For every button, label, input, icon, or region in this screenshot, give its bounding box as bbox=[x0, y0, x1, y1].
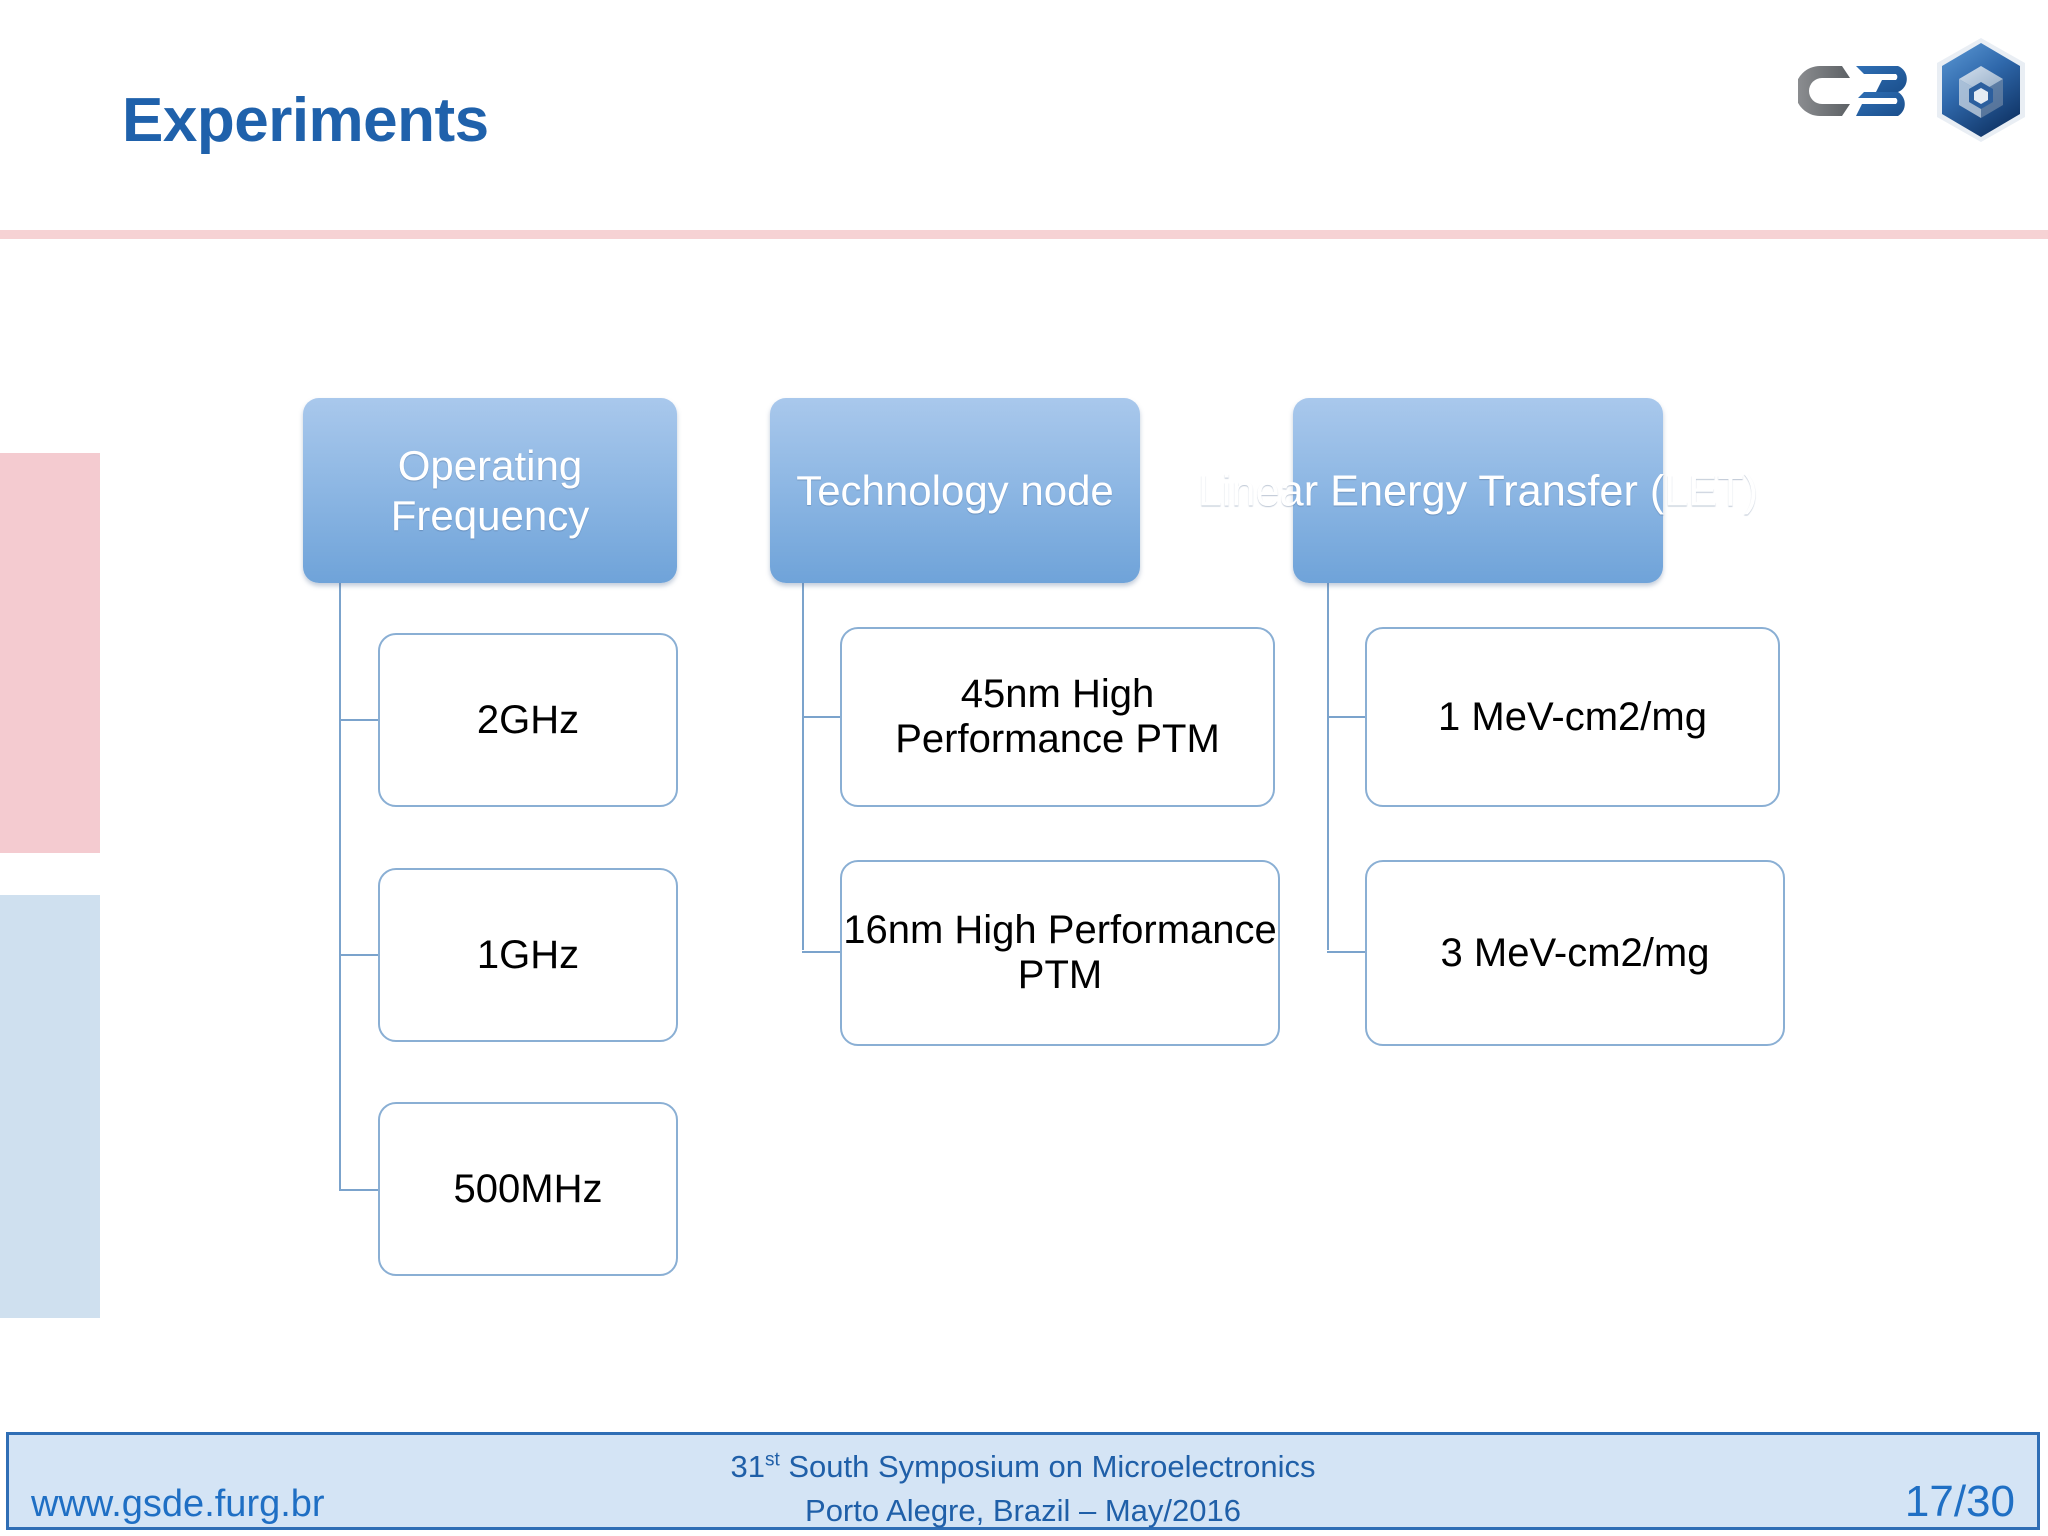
footer-event-location: Porto Alegre, Brazil – May/2016 bbox=[805, 1493, 1241, 1529]
footer-event-prefix: 31 bbox=[730, 1449, 765, 1484]
footer-website[interactable]: www.gsde.furg.br bbox=[31, 1483, 325, 1525]
tree-node-label: 3 MeV-cm2/mg bbox=[1440, 930, 1710, 975]
footer-event-info: 31st South Symposium on Microelectronics… bbox=[9, 1445, 2037, 1533]
tree-node-label: 1GHz bbox=[476, 932, 580, 977]
tree-header-linear-energy-transfer[interactable]: Linear Energy Transfer (LET) bbox=[1198, 398, 1758, 583]
c3-wordmark-icon bbox=[1798, 66, 1907, 116]
page-title: Experiments bbox=[122, 86, 489, 155]
tree-node-frequency-2ghz[interactable]: 2GHz bbox=[378, 633, 678, 807]
tree-node-frequency-500mhz[interactable]: 500MHz bbox=[378, 1102, 678, 1276]
connector-stub bbox=[339, 954, 380, 956]
tree-header-label: Technology node bbox=[796, 466, 1114, 514]
connector-trunk bbox=[339, 583, 341, 1191]
tree-node-45nm-ptm[interactable]: 45nm High Performance PTM bbox=[840, 627, 1275, 807]
tree-header-label: Linear Energy Transfer (LET) bbox=[1197, 466, 1759, 515]
connector-stub bbox=[1327, 716, 1367, 718]
tree-node-label: 1 MeV-cm2/mg bbox=[1438, 694, 1707, 739]
tree-node-let-1[interactable]: 1 MeV-cm2/mg bbox=[1365, 627, 1780, 807]
tree-node-label: 45nm High Performance PTM bbox=[895, 672, 1220, 761]
tree-header-technology-node[interactable]: Technology node bbox=[770, 398, 1140, 583]
connector-stub bbox=[339, 719, 380, 721]
connector-stub bbox=[802, 716, 842, 718]
connector-stub bbox=[802, 951, 842, 953]
connector-stub bbox=[339, 1189, 380, 1191]
footer-page-number: 17/30 bbox=[1904, 1477, 2015, 1526]
hex-cube-icon bbox=[1937, 38, 2025, 142]
slide-footer: www.gsde.furg.br 31st South Symposium on… bbox=[6, 1432, 2040, 1530]
tree-node-16nm-ptm[interactable]: 16nm High Performance PTM bbox=[840, 860, 1280, 1046]
tree-node-label: 500MHz bbox=[453, 1166, 603, 1211]
footer-event-title: South Symposium on Microelectronics bbox=[779, 1449, 1316, 1484]
connector-stub bbox=[1327, 951, 1367, 953]
tree-node-frequency-1ghz[interactable]: 1GHz bbox=[378, 868, 678, 1042]
tree-header-label: Operating Frequency bbox=[390, 442, 590, 539]
c3-logo bbox=[1798, 36, 2028, 144]
title-divider bbox=[0, 230, 2048, 239]
tree-node-let-3[interactable]: 3 MeV-cm2/mg bbox=[1365, 860, 1785, 1046]
connector-trunk bbox=[802, 583, 804, 950]
footer-event-ordinal: st bbox=[764, 1449, 780, 1471]
left-decoration-pink bbox=[0, 453, 100, 853]
left-decoration-blue bbox=[0, 895, 100, 1318]
connector-trunk bbox=[1327, 583, 1329, 950]
tree-node-label: 16nm High Performance PTM bbox=[843, 908, 1277, 997]
tree-header-operating-frequency[interactable]: Operating Frequency bbox=[303, 398, 677, 583]
tree-node-label: 2GHz bbox=[476, 697, 580, 742]
footer-event-name: 31st South Symposium on Microelectronics bbox=[9, 1445, 2037, 1489]
